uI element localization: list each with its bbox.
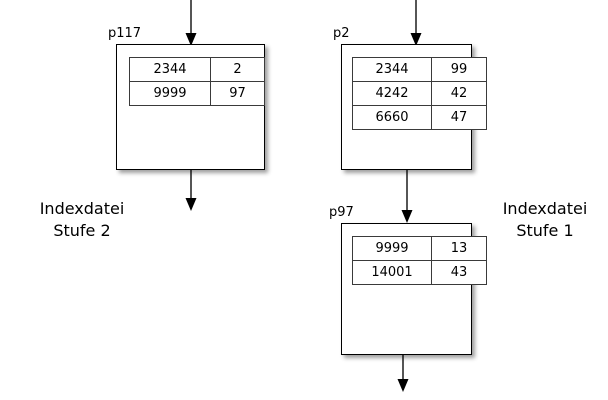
node-label-p117: p117 <box>108 26 142 41</box>
arrow-into-p117-icon <box>185 0 197 46</box>
table-row: 2344 99 <box>352 57 487 82</box>
entry-pointer: 2 <box>210 57 265 82</box>
entry-key: 4242 <box>352 81 432 106</box>
caption-left-line1: Indexdatei <box>39 199 125 218</box>
entry-key: 2344 <box>352 57 432 82</box>
entry-pointer: 97 <box>210 81 265 106</box>
entry-key: 9999 <box>129 81 211 106</box>
entry-table-p117: 2344 2 9999 97 <box>129 57 265 106</box>
caption-right-line2: Stufe 1 <box>516 221 574 240</box>
entry-key: 2344 <box>129 57 211 82</box>
entry-table-p97: 9999 13 14001 43 <box>352 236 487 285</box>
caption-left: Indexdatei Stufe 2 <box>12 198 152 242</box>
table-row: 14001 43 <box>352 260 487 285</box>
entry-pointer: 43 <box>431 260 487 285</box>
table-row: 2344 2 <box>129 57 265 82</box>
table-row: 9999 97 <box>129 81 265 106</box>
entry-pointer: 13 <box>431 236 487 261</box>
table-row: 4242 42 <box>352 81 487 106</box>
node-label-p2: p2 <box>333 26 350 41</box>
caption-right-line1: Indexdatei <box>502 199 588 218</box>
table-row: 9999 13 <box>352 236 487 261</box>
entry-table-p2: 2344 99 4242 42 6660 47 <box>352 57 487 130</box>
node-label-p97: p97 <box>329 205 354 220</box>
caption-left-line2: Stufe 2 <box>53 221 111 240</box>
entry-key: 9999 <box>352 236 432 261</box>
entry-pointer: 47 <box>431 105 487 130</box>
caption-right: Indexdatei Stufe 1 <box>486 198 604 242</box>
arrow-into-p2-icon <box>410 0 422 46</box>
table-row: 6660 47 <box>352 105 487 130</box>
entry-key: 6660 <box>352 105 432 130</box>
arrow-out-of-p97-icon <box>397 353 409 392</box>
arrow-p2-to-p97-icon <box>401 168 413 223</box>
entry-pointer: 99 <box>431 57 487 82</box>
entry-key: 14001 <box>352 260 432 285</box>
arrow-out-of-p117-icon <box>185 168 197 211</box>
entry-pointer: 42 <box>431 81 487 106</box>
